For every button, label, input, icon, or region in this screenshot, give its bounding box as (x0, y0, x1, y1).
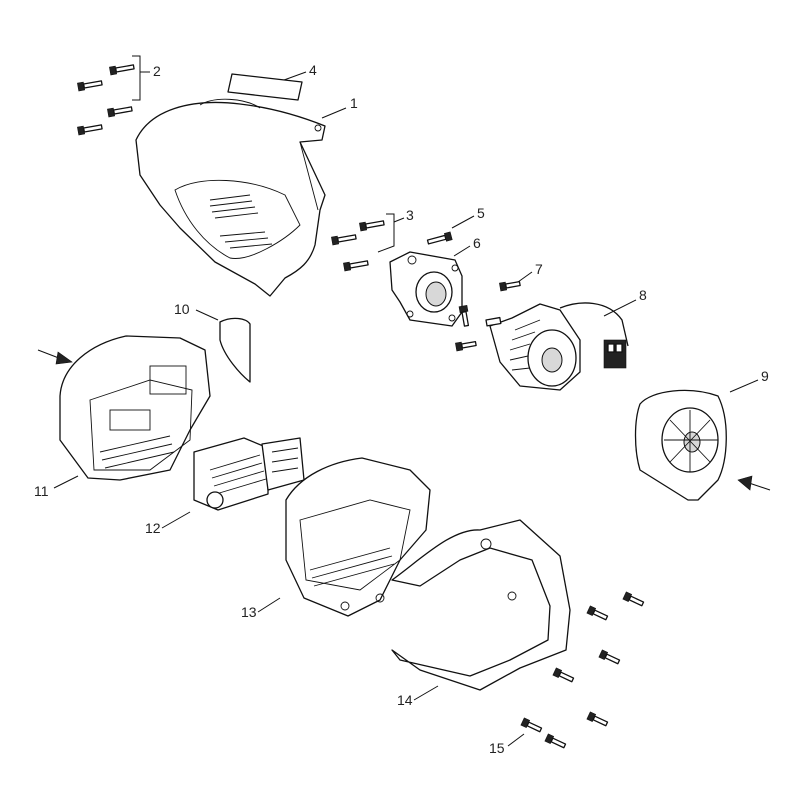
callout-13: 13 (241, 604, 257, 620)
callout-15: 15 (489, 740, 505, 756)
callout-7: 7 (535, 261, 543, 277)
part-8-motor (485, 302, 629, 391)
part-15-screws (520, 591, 645, 749)
callout-9: 9 (761, 368, 769, 384)
part-4-label (227, 73, 303, 101)
callout-3: 3 (406, 207, 414, 223)
part-1-upper-housing (135, 98, 326, 297)
part-11-housing-left (59, 335, 211, 481)
callout-2: 2 (153, 63, 161, 79)
callout-4: 4 (309, 62, 317, 78)
airflow-arrow-icon-left (37, 349, 73, 365)
callout-11: 11 (34, 483, 49, 499)
part-14-handle-frame (391, 519, 571, 691)
part-5-screw (426, 231, 453, 245)
leader-lines (53, 55, 759, 747)
part-10-plate (219, 317, 251, 383)
part-6-bearing-bracket (389, 251, 463, 327)
part-7-screws (455, 280, 521, 352)
callout-8: 8 (639, 287, 647, 303)
airflow-arrow-icon-right (737, 475, 771, 491)
part-2-screws (77, 64, 135, 136)
part-13-housing-center (285, 457, 431, 617)
callout-14: 14 (397, 692, 413, 708)
callout-1: 1 (350, 95, 358, 111)
callout-12: 12 (145, 520, 161, 536)
callout-5: 5 (477, 205, 485, 221)
callout-10: 10 (174, 301, 190, 317)
callout-6: 6 (473, 235, 481, 251)
part-12-circuit-board (193, 437, 305, 511)
part-3-screws (331, 220, 385, 272)
part-9-fan-cover (634, 389, 727, 501)
